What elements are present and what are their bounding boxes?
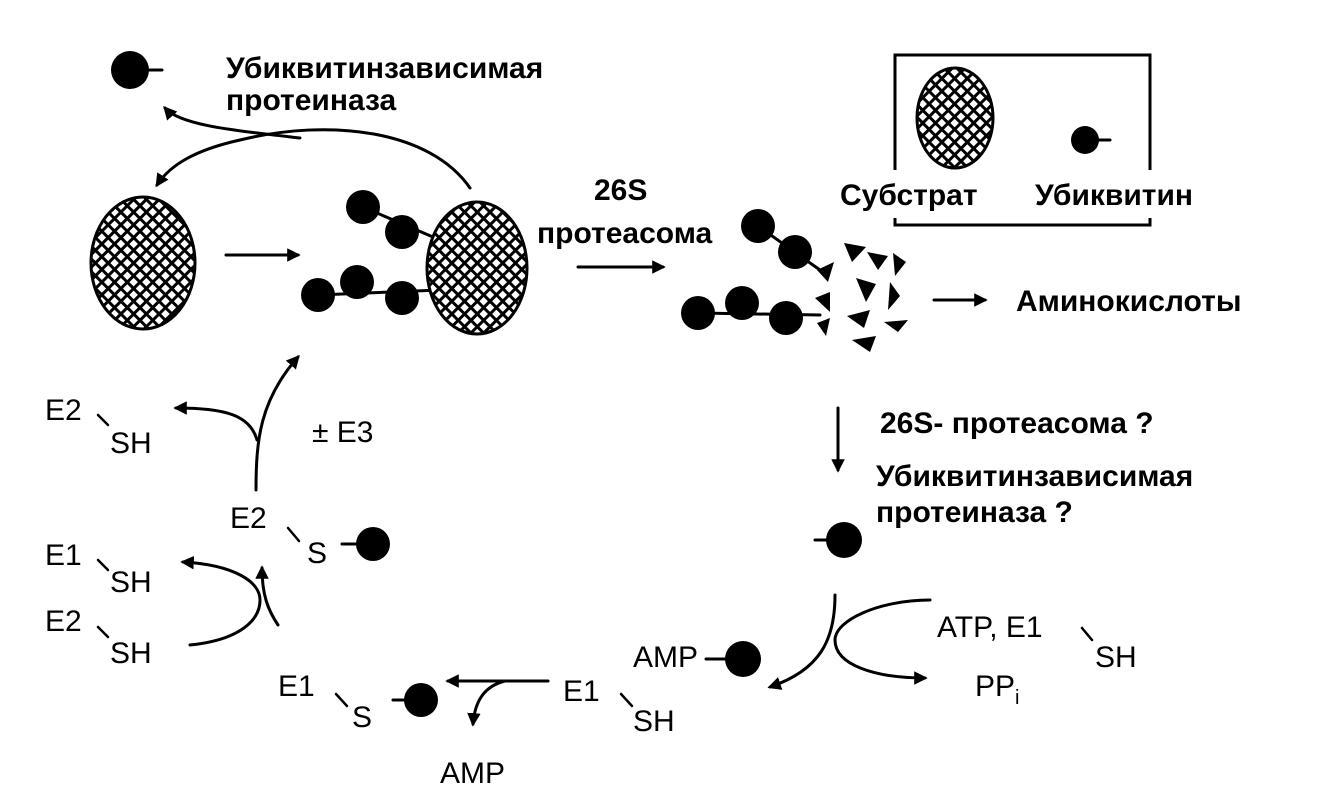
- e2-bound-ubiquitin: [356, 527, 390, 561]
- free-ubiquitin-right: [813, 522, 862, 558]
- amp-release-arrow: [467, 679, 507, 727]
- e2-left-upper-bond: [96, 413, 110, 427]
- legend-ubiquitin-label: Убиквитин: [1035, 179, 1193, 212]
- ligation-arrow: [254, 354, 300, 492]
- protease-label-top: Убиквитинзависимая протеиназа: [226, 52, 552, 117]
- e2-release-arrow: [173, 401, 259, 442]
- atp-e1-sh-label: SH: [1095, 641, 1137, 674]
- question-proteasome-label: 26S- протеасома ?: [880, 407, 1154, 440]
- e2-charge-arrow: [255, 565, 280, 627]
- e2-label-left-upper: E2: [45, 394, 82, 427]
- e1-label-thioester: E1: [278, 670, 315, 703]
- e1-thioester-bond: [334, 692, 349, 708]
- amp-label-released: AMP: [440, 757, 505, 790]
- e1-center-sh-label: SH: [633, 705, 675, 738]
- e1-label-center: E1: [563, 675, 600, 708]
- e1-thioester-s-label: S: [352, 701, 372, 734]
- question-protease-label: Убиквитинзависимая протеиназа ?: [876, 460, 1202, 529]
- e3-label: ± E3: [312, 416, 374, 449]
- legend-substrate-icon: [915, 66, 995, 170]
- legend-ubiquitin-icon: [1071, 126, 1112, 154]
- proteasome-label-top: 26S протеасома: [537, 174, 712, 250]
- e1-left-bond: [96, 558, 110, 572]
- e1-left-sh-label: SH: [110, 566, 152, 599]
- e1-center-bond: [619, 692, 634, 708]
- atp-e1-label: ATP, E1: [937, 611, 1043, 644]
- e2-left-lower-bond: [96, 625, 110, 639]
- e2-label-left-lower: E2: [45, 605, 82, 638]
- e1-bound-ubiquitin: [404, 683, 438, 717]
- activation-arrow-main: [767, 593, 837, 690]
- release-arrow-to-ubiquitin: [163, 105, 302, 140]
- e2-thioester-bond: [286, 526, 301, 543]
- pp-label: PPi: [975, 670, 1019, 709]
- e2-left-lower-sh-label: SH: [110, 637, 152, 670]
- substrate-protein: [89, 195, 197, 331]
- e2-thioester-s-label: S: [307, 537, 327, 570]
- ubiquitin-adenylate: [725, 641, 761, 677]
- atp-pp-arrow: [833, 598, 932, 685]
- amino-acids-label: Аминокислоты: [1016, 285, 1241, 318]
- amp-label-e1-complex: AMP: [633, 641, 698, 674]
- e2-left-upper-sh-label: SH: [110, 427, 152, 460]
- release-arrow-to-substrate: [155, 128, 472, 190]
- legend-box: Субстрат Убиквитин: [832, 53, 1232, 227]
- e1-label-left: E1: [45, 539, 82, 572]
- polyubiquitin-conjugate: [301, 190, 529, 336]
- e2-label-thioester: E2: [230, 502, 267, 535]
- free-ubiquitin-top: [111, 51, 164, 89]
- e1-release-arrow: [180, 555, 262, 647]
- degrading-conjugate: [681, 209, 908, 352]
- legend-substrate-label: Субстрат: [840, 179, 978, 212]
- atp-e1-bond: [1080, 626, 1094, 642]
